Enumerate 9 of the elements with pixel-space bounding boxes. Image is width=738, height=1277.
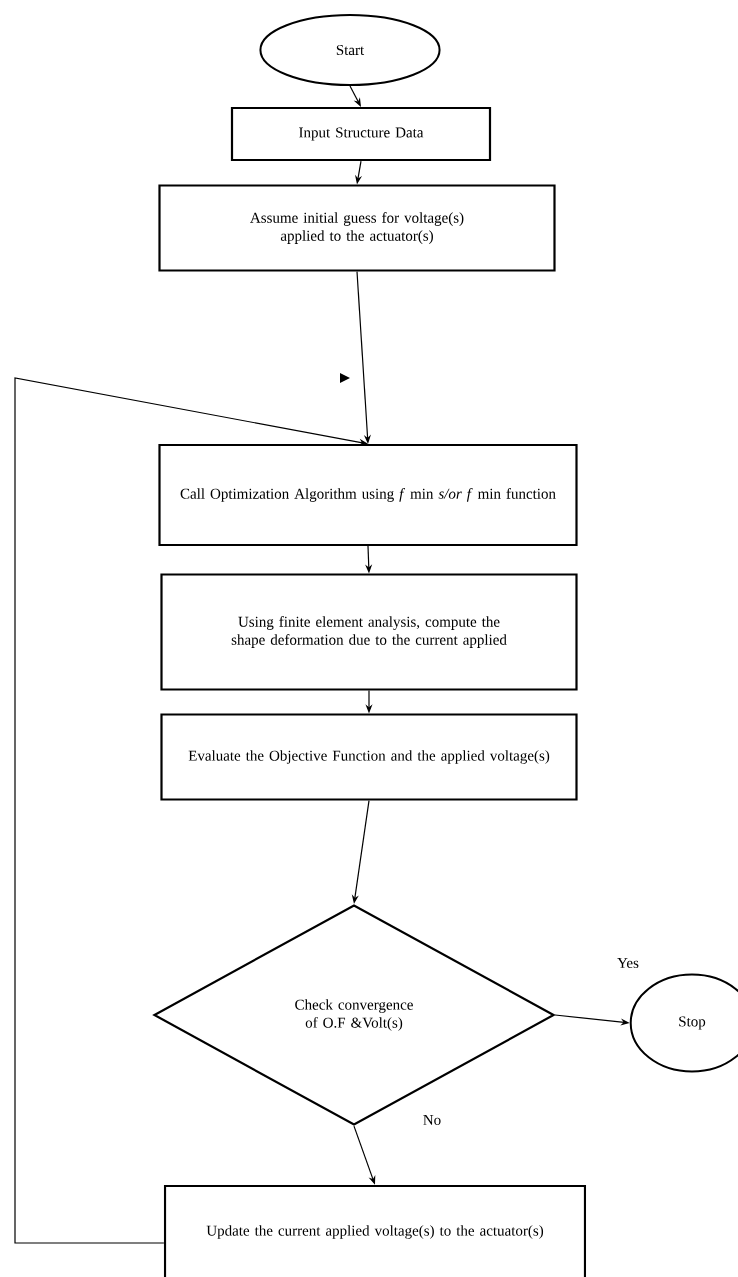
- process-box: Update the current applied voltage(s) to the actuator(s): [163, 1184, 587, 1277]
- edge-label: Yes: [617, 958, 639, 968]
- process-box: Call Optimization Algorithm using f min s/or f min function: [158, 443, 578, 547]
- edge-label: No: [423, 1115, 441, 1125]
- arrow: [349, 85, 361, 107]
- process-box: Input Structure Data: [230, 106, 492, 162]
- process-box: Assume initial guess for voltage(s) applied to the actuator(s): [158, 184, 556, 272]
- process-box: Evaluate the Objective Function and the applied voltage(s): [160, 713, 578, 801]
- process-box: Using finite element analysis, compute the shape deformation due to the current applied: [160, 573, 578, 691]
